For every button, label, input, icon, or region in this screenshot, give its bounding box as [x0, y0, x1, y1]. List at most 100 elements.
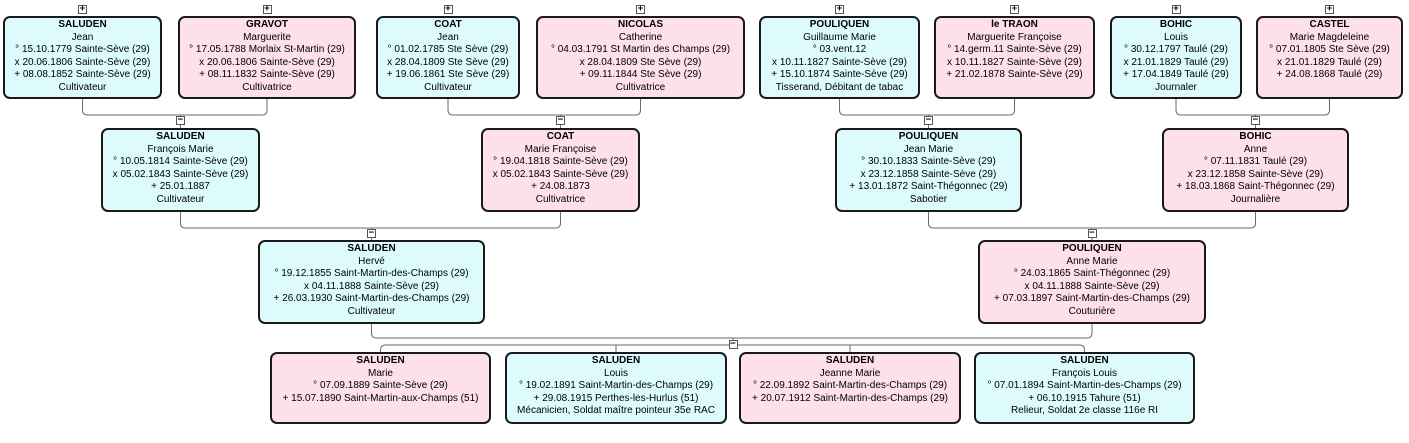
collapse-toggle-coat-marie[interactable]: − [556, 114, 565, 125]
death-line: + 26.03.1930 Saint-Martin-des-Champs (29… [273, 293, 470, 305]
collapse-toggle-pouliquen-anne[interactable]: − [1087, 227, 1097, 238]
marriage-line: x 04.11.1888 Sainte-Sève (29) [1024, 280, 1160, 292]
occupation-line: Mécanicien, Soldat maître pointeur 35e R… [517, 405, 715, 417]
collapse-toggle-saluden-francois[interactable]: − [176, 114, 185, 125]
occupation-line: Sabotier [909, 193, 948, 205]
surname: SALUDEN [347, 243, 396, 254]
death-line: + 19.06.1861 Ste Sève (29) [386, 69, 510, 81]
expand-toggle-castel-marie[interactable]: + [1325, 3, 1334, 14]
occupation-line: Couturière [1068, 305, 1116, 317]
surname: SALUDEN [1060, 355, 1109, 366]
occupation-line: Cultivateur [347, 305, 396, 317]
given-name: Guillaume Marie [803, 31, 876, 43]
death-line: + 24.08.1873 [531, 181, 590, 193]
birth-line: ° 22.09.1892 Saint-Martin-des-Champs (29… [752, 380, 948, 392]
expand-toggle-pouliquen-guillaume[interactable]: + [835, 3, 844, 14]
occupation-line: Cultivateur [424, 81, 472, 93]
couple-connector [447, 99, 641, 116]
expand-toggle-saluden-jean[interactable]: + [78, 3, 87, 14]
marriage-line: x 10.11.1827 Sainte-Sève (29) [947, 56, 1082, 68]
surname: SALUDEN [156, 131, 205, 142]
marriage-line: x 05.02.1843 Sainte-Sève (29) [492, 168, 629, 180]
given-name: Marguerite Françoise [967, 31, 1062, 43]
death-line: + 21.02.1878 Sainte-Sève (29) [946, 69, 1083, 81]
collapse-toggle-saluden-herve[interactable]: − [367, 227, 376, 238]
surname: POULIQUEN [1062, 243, 1122, 254]
birth-line: ° 17.05.1788 Morlaix St-Martin (29) [189, 44, 345, 56]
couple-connector [928, 212, 1256, 229]
birth-line: ° 04.03.1791 St Martin des Champs (29) [550, 44, 731, 56]
death-line: + 13.01.1872 Saint-Thégonnec (29) [849, 181, 1008, 193]
given-name: Jean [437, 31, 459, 43]
surname: BOHIC [1159, 19, 1193, 30]
death-line: + 25.01.1887 [151, 181, 210, 193]
expand-toggle-nicolas-catherine[interactable]: + [636, 3, 645, 14]
surname: NICOLAS [618, 19, 663, 30]
surname: SALUDEN [591, 355, 641, 366]
expand-toggle-gravot-marguerite[interactable]: + [262, 3, 272, 14]
birth-line: ° 30.10.1833 Sainte-Sève (29) [861, 156, 996, 168]
occupation-line: Cultivateur [156, 193, 205, 205]
death-line: + 15.07.1890 Saint-Martin-aux-Champs (51… [282, 392, 479, 404]
collapse-toggle-bohic-anne[interactable]: − [1251, 114, 1260, 125]
surname: COAT [546, 131, 575, 142]
surname: COAT [434, 19, 462, 30]
birth-line: ° 19.12.1855 Saint-Martin-des-Champs (29… [274, 268, 469, 280]
birth-line: ° 30.12.1797 Taulé (29) [1124, 44, 1228, 56]
marriage-line: x 05.02.1843 Sainte-Sève (29) [112, 168, 249, 180]
marriage-line: x 23.12.1858 Sainte-Sève (29) [860, 168, 997, 180]
given-name: Hervé [358, 255, 385, 267]
birth-line: ° 07.11.1831 Taulé (29) [1203, 156, 1308, 168]
expand-toggle-letraon-marguerite[interactable]: + [1010, 3, 1019, 14]
birth-line: ° 01.02.1785 Ste Sève (29) [387, 44, 509, 56]
surname: POULIQUEN [809, 19, 870, 30]
surname: SALUDEN [58, 19, 107, 30]
couple-connector [839, 99, 1015, 116]
birth-line: ° 15.10.1779 Sainte-Sève (29) [15, 44, 150, 56]
surname: BOHIC [1239, 131, 1272, 142]
surname: le TRAON [991, 19, 1038, 30]
death-line: + 29.08.1915 Perthes-les-Hurlus (51) [533, 392, 699, 404]
death-line: + 08.11.1832 Sainte-Sève (29) [199, 69, 335, 81]
given-name: Louis [1164, 31, 1188, 43]
expand-toggle-bohic-louis[interactable]: + [1171, 3, 1181, 14]
given-name: François Marie [147, 143, 214, 155]
marriage-line: x 21.01.1829 Taulé (29) [1123, 56, 1229, 68]
given-name: Marguerite [243, 31, 291, 43]
collapse-toggle-pouliquen-jean[interactable]: − [924, 114, 933, 125]
birth-line: ° 24.03.1865 Saint-Thégonnec (29) [1013, 268, 1171, 280]
death-line: + 09.11.1844 Ste Sève (29) [579, 69, 702, 81]
collapse-toggle-children[interactable]: − [728, 338, 738, 349]
given-name: Marie Françoise [524, 143, 597, 155]
surname: SALUDEN [825, 355, 875, 366]
expand-toggle-coat-jean[interactable]: + [443, 3, 453, 14]
occupation-line: Relieur, Soldat 2e classe 116e RI [1010, 405, 1159, 417]
marriage-line: x 28.04.1809 Ste Sève (29) [579, 56, 702, 68]
occupation-line: Journalière [1230, 193, 1281, 205]
birth-line: ° 19.04.1818 Sainte-Sève (29) [493, 156, 628, 168]
marriage-line: x 23.12.1858 Sainte-Sève (29) [1187, 168, 1324, 180]
given-name: Anne [1243, 143, 1268, 155]
birth-line: ° 07.09.1889 Sainte-Sève (29) [313, 380, 448, 392]
marriage-line: x 20.06.1806 Sainte-Sève (29) [14, 56, 151, 68]
given-name: Jean [71, 31, 94, 43]
